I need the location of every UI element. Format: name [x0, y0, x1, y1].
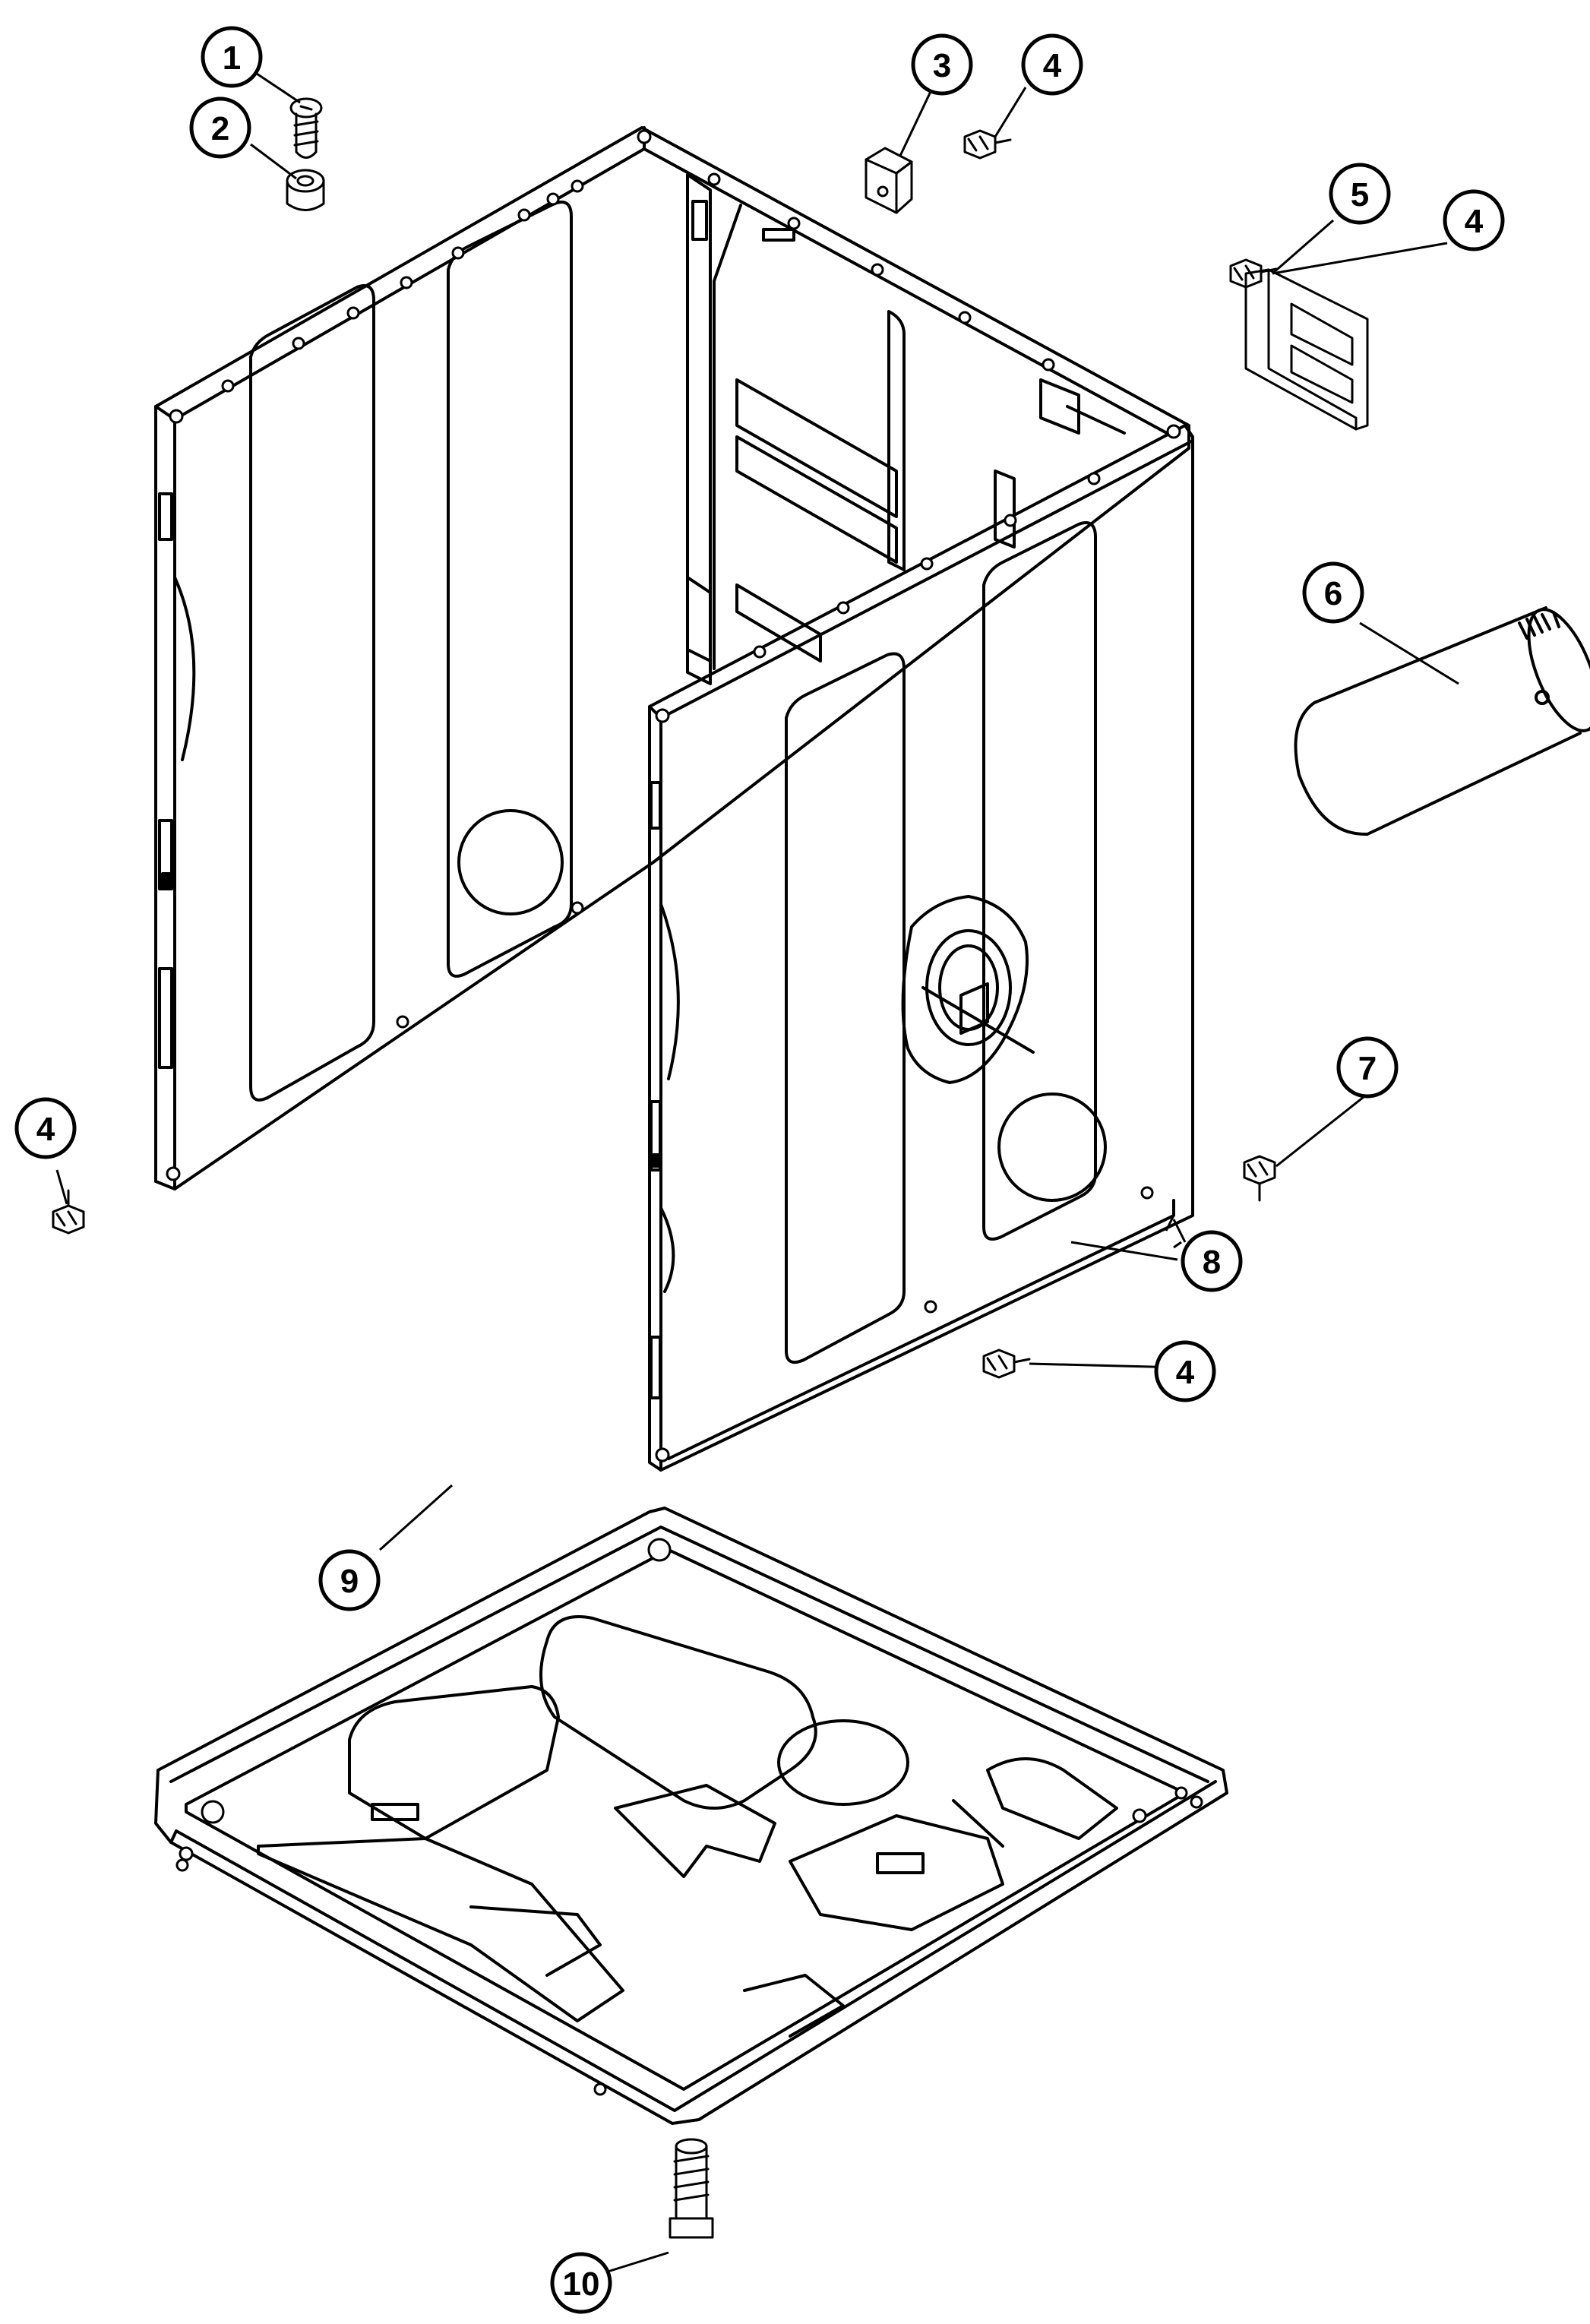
callout-4-top: 4	[1021, 33, 1083, 96]
callout-2: 2	[189, 96, 251, 159]
callout-label-9: 9	[340, 1563, 359, 1600]
callout-3: 3	[911, 33, 973, 96]
leader-lines	[55, 71, 1459, 2273]
leveling-leg-part-10	[669, 2138, 714, 2239]
callout-label-5: 5	[1351, 176, 1369, 213]
callout-label-7: 7	[1358, 1050, 1377, 1087]
clip-part-4-left	[52, 1189, 85, 1235]
cabinet-holes	[166, 129, 1181, 1462]
callout-4-right: 4	[1443, 189, 1505, 251]
bracket-part-3	[865, 147, 913, 214]
callout-label-4-left: 4	[36, 1111, 55, 1148]
callout-label-6: 6	[1324, 575, 1342, 612]
callout-7: 7	[1336, 1036, 1399, 1099]
callout-4-bottom: 4	[1154, 1340, 1216, 1402]
callout-1: 1	[201, 26, 263, 88]
callout-label-2: 2	[211, 110, 229, 147]
callout-9: 9	[318, 1549, 381, 1611]
callout-5: 5	[1329, 163, 1391, 225]
callout-label-1: 1	[223, 40, 241, 77]
screw-part-7	[1243, 1155, 1276, 1202]
callout-label-4-bottom: 4	[1176, 1354, 1195, 1391]
cabinet-part	[154, 126, 1194, 1472]
callout-label-10: 10	[563, 2266, 600, 2303]
callout-label-8: 8	[1203, 1244, 1221, 1281]
callout-label-3: 3	[933, 47, 951, 84]
spacer-part-2	[286, 169, 325, 211]
plate-part-5	[1244, 268, 1369, 431]
callout-8: 8	[1181, 1230, 1243, 1292]
clip-part-4-top	[963, 129, 1012, 160]
callout-10: 10	[550, 2252, 612, 2314]
base-part	[154, 1507, 1228, 2125]
callout-6: 6	[1302, 561, 1364, 624]
screw-part-1	[289, 97, 323, 159]
callout-label-4-right: 4	[1465, 203, 1484, 240]
callout-label-4-top: 4	[1043, 47, 1062, 84]
callout-4-left: 4	[14, 1097, 77, 1159]
knob-part-6	[1294, 606, 1590, 836]
clip-part-4-bottom	[982, 1349, 1031, 1379]
base-holes	[175, 1538, 1203, 2096]
